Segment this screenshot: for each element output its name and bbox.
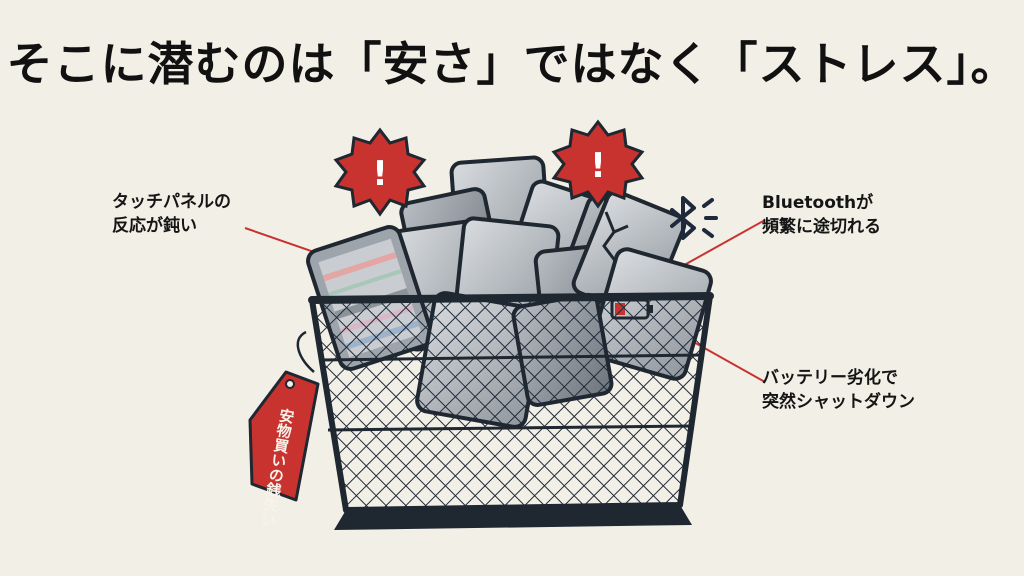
wire-basket (308, 292, 714, 530)
callout-battery: バッテリー劣化で 突然シャットダウン (762, 368, 915, 412)
callout-touch-panel: タッチパネルの 反応が鈍い (112, 192, 231, 236)
price-tag-icon: 安物買いの銭失い (248, 330, 320, 528)
alert-burst-icon: ! (333, 127, 427, 217)
alert-burst-icon: ! (551, 119, 645, 209)
callout-bluetooth: Bluetoothが 頻繁に途切れる (762, 193, 881, 237)
headline: そこに潜むのは「安さ」ではなく「ストレス」。 (6, 37, 1018, 91)
bluetooth-icon (670, 196, 718, 240)
svg-text:!: ! (372, 154, 388, 194)
crack-icon (602, 211, 629, 263)
svg-text:!: ! (590, 146, 606, 186)
